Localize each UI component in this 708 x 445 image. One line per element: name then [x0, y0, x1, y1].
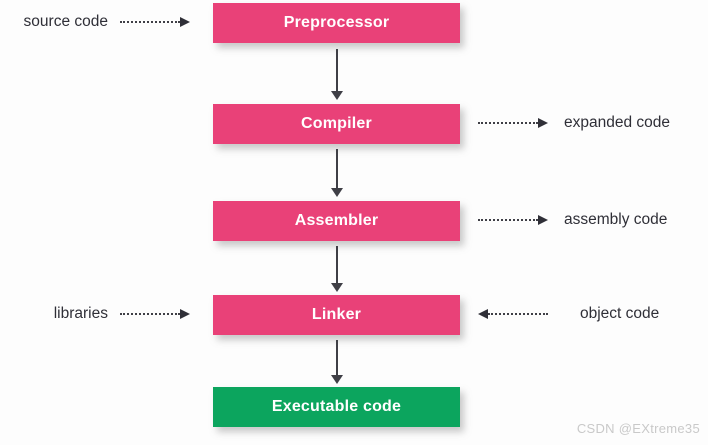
node-compiler: Compiler	[213, 104, 460, 144]
source-code-label: source code	[23, 13, 108, 30]
expanded-code-label: expanded code	[564, 114, 671, 131]
node-linker: Linker	[213, 295, 460, 335]
arrow-head-down-icon	[330, 375, 343, 384]
arrow-line	[335, 49, 338, 91]
arrow-line	[335, 149, 338, 188]
arrow-head-right-icon	[180, 309, 190, 319]
node-assembler: Assembler	[213, 201, 460, 241]
side-row-libraries: libraries	[6, 302, 190, 326]
down-arrow-preprocessor-to-compiler	[330, 49, 343, 100]
arrow-head-down-icon	[330, 283, 343, 292]
side-row-object-code: object code	[478, 302, 659, 326]
down-arrow-linker-to-executable	[330, 340, 343, 384]
dotted-arrow-right-icon	[120, 17, 190, 27]
down-arrow-compiler-to-assembler	[330, 149, 343, 197]
dotted-line	[120, 313, 180, 315]
assembly-code-label: assembly code	[564, 211, 668, 228]
arrow-line	[335, 340, 338, 375]
arrow-head-right-icon	[180, 17, 190, 27]
arrow-line	[335, 246, 338, 283]
dotted-line	[120, 21, 180, 23]
arrow-head-right-icon	[538, 118, 548, 128]
arrow-head-right-icon	[538, 215, 548, 225]
dotted-arrow-left-icon	[478, 309, 548, 319]
object-code-label: object code	[580, 305, 660, 322]
dotted-arrow-right-icon	[120, 309, 190, 319]
node-preprocessor: Preprocessor	[213, 3, 460, 43]
side-row-source-code: source code	[6, 10, 190, 34]
csdn-watermark: CSDN @EXtreme35	[576, 421, 700, 436]
dotted-line	[488, 313, 548, 315]
side-row-assembly-code: assembly code	[478, 208, 667, 232]
dotted-arrow-right-icon	[478, 118, 548, 128]
arrow-head-down-icon	[330, 91, 343, 100]
node-executable-code: Executable code	[213, 387, 460, 427]
arrow-head-left-icon	[478, 309, 488, 319]
down-arrow-assembler-to-linker	[330, 246, 343, 292]
side-row-expanded-code: expanded code	[478, 111, 670, 135]
dotted-line	[478, 122, 538, 124]
libraries-label: libraries	[53, 305, 108, 322]
dotted-arrow-right-icon	[478, 215, 548, 225]
dotted-line	[478, 219, 538, 221]
arrow-head-down-icon	[330, 188, 343, 197]
